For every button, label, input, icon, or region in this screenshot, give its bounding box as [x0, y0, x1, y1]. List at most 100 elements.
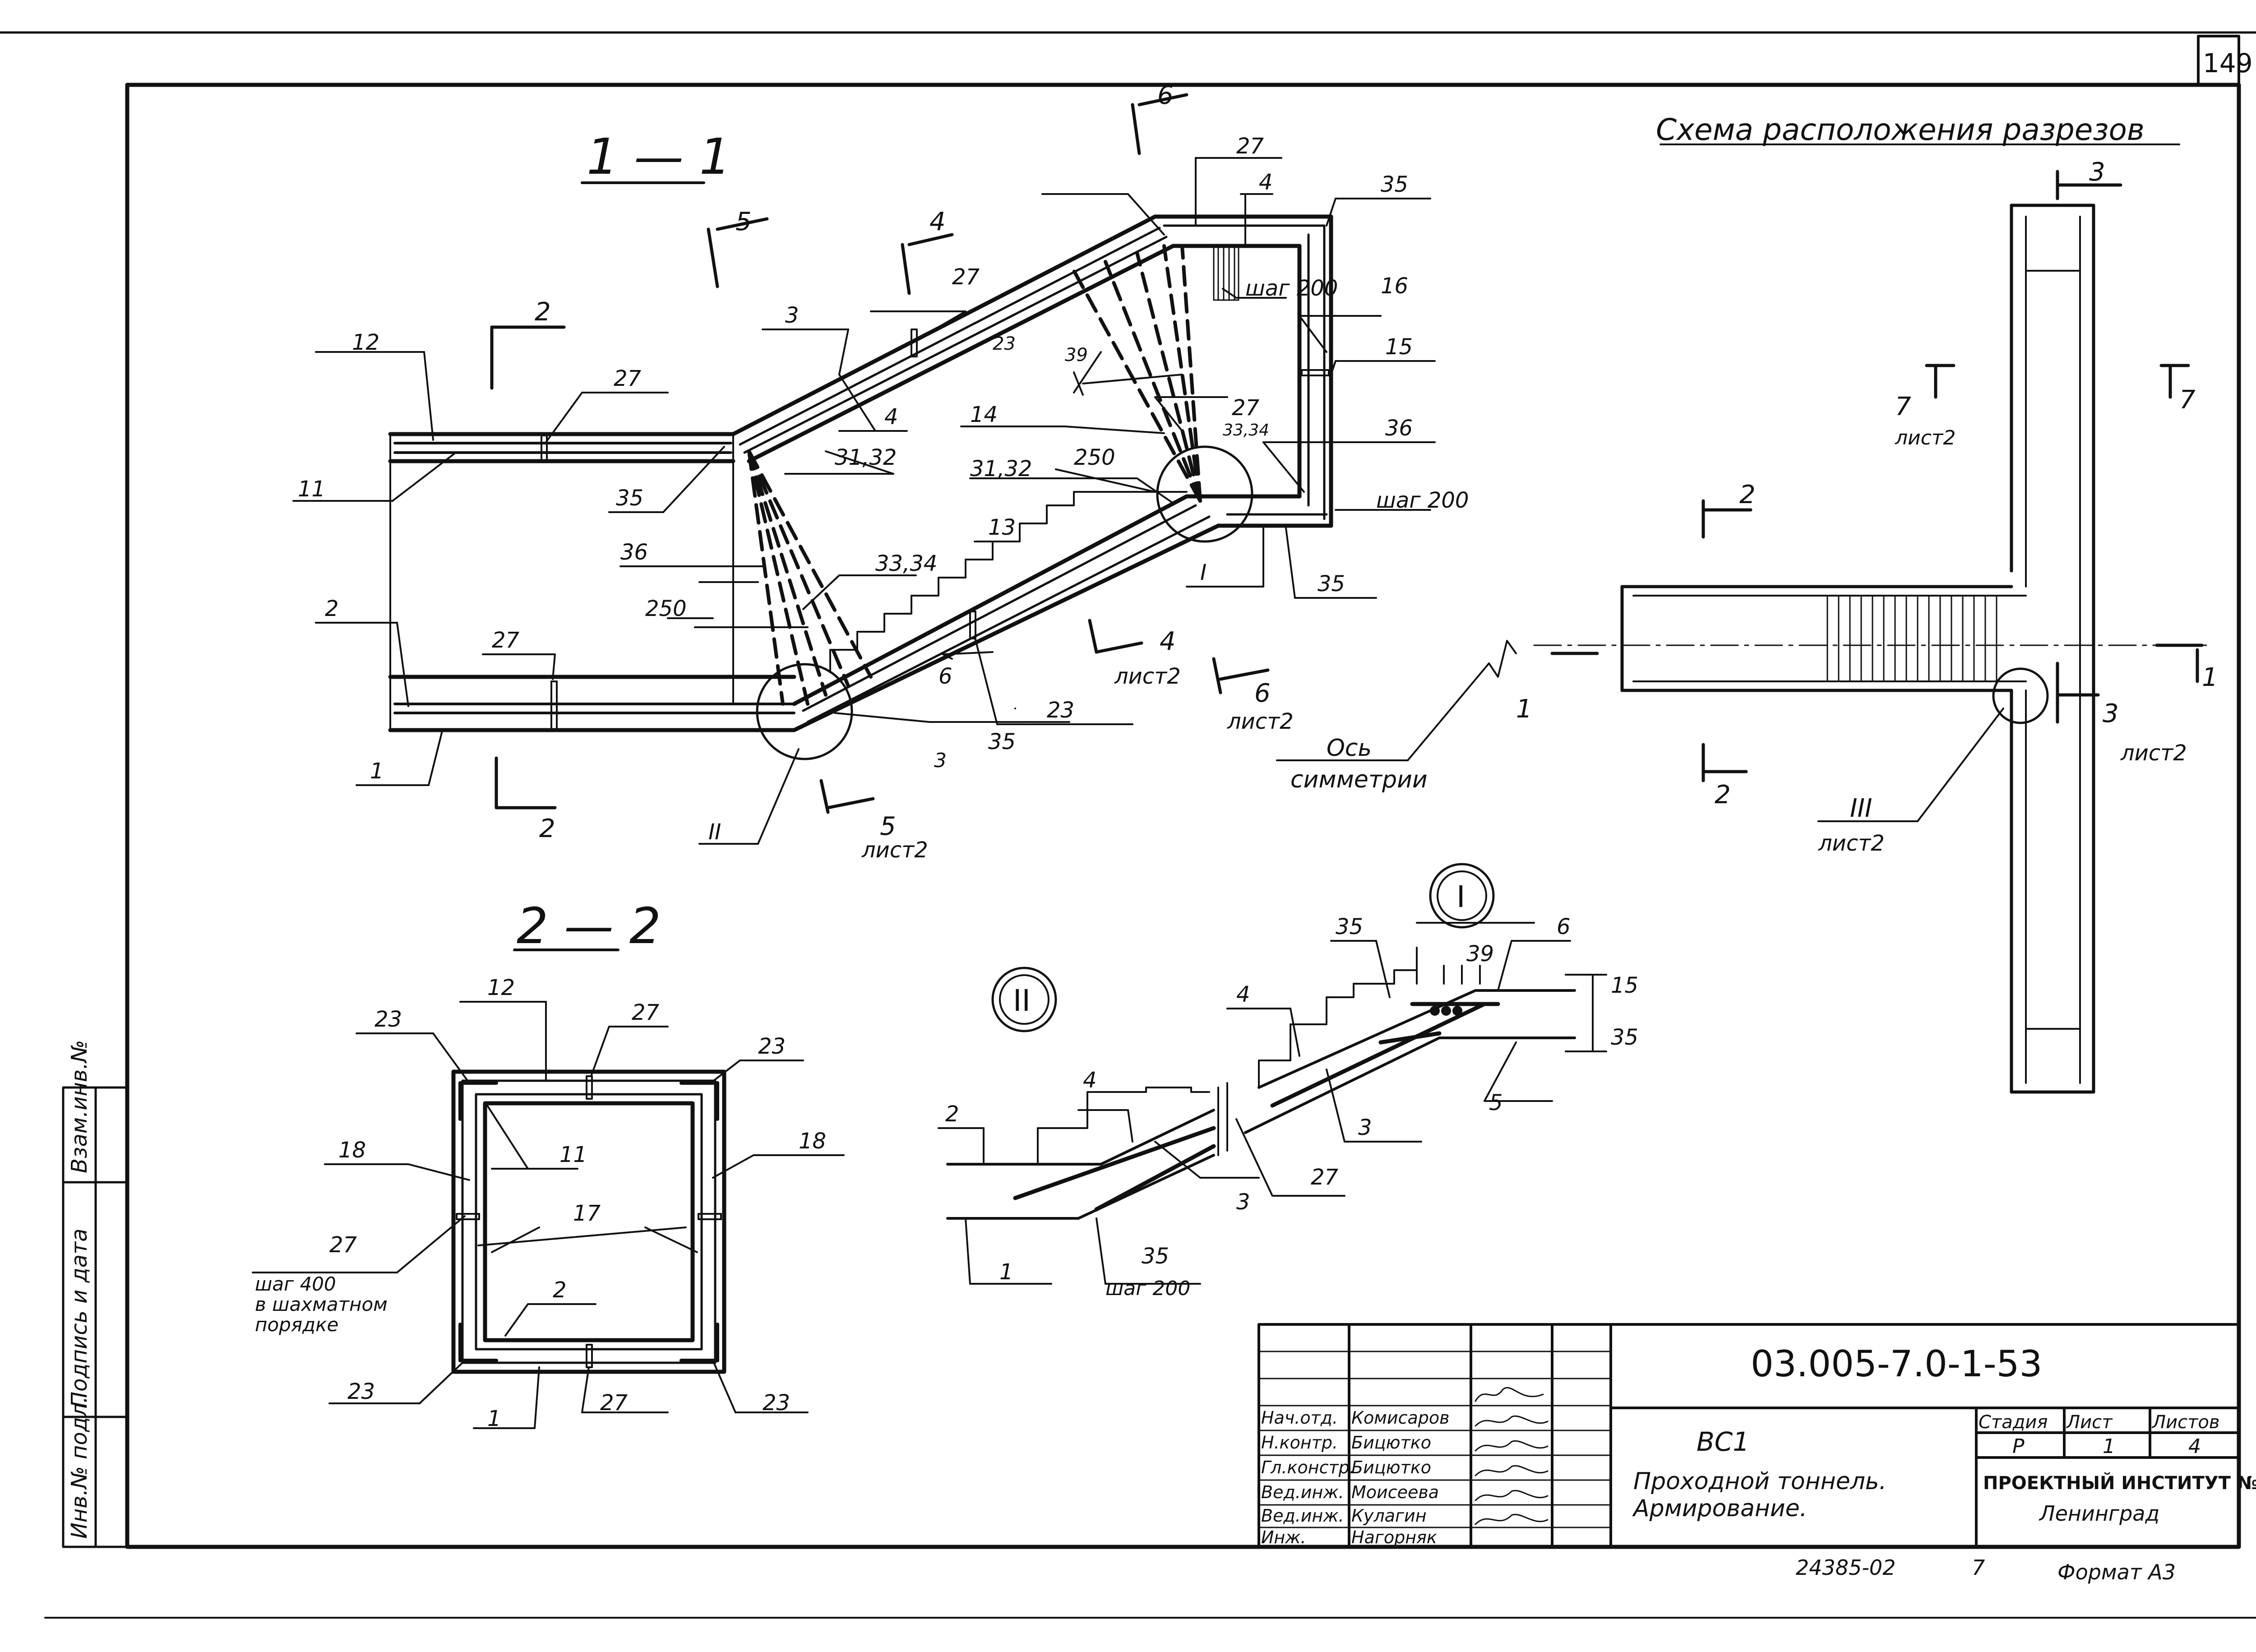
callout: 11	[559, 1142, 587, 1167]
callout: 36	[620, 540, 648, 565]
cut-label: 1	[2202, 663, 2218, 692]
callout: 33,34	[875, 551, 937, 576]
callout: 18	[799, 1129, 826, 1154]
callout: 23	[993, 333, 1016, 354]
detail-ref: II	[708, 819, 721, 845]
callout: 4	[884, 404, 898, 430]
scheme-title: Схема расположения разрезов	[1656, 112, 2145, 147]
callout: 27	[614, 366, 642, 391]
cut-label: 2	[539, 814, 555, 843]
callout: 39	[1466, 941, 1494, 967]
stage-header: Стадия	[1979, 1412, 2048, 1433]
callout: 39	[1065, 345, 1088, 366]
callout: 23	[758, 1034, 786, 1059]
sheet-ref: лист2	[1114, 664, 1181, 689]
callout: I	[1200, 560, 1207, 585]
detail-II-mark	[991, 967, 1057, 1032]
side-stamp-inv: Инв.№ подл.	[67, 1396, 92, 1539]
cut-label: 6	[1157, 81, 1174, 110]
title-block-frame	[1257, 1323, 2240, 1548]
section-2-2-title: 2 — 2	[517, 897, 661, 955]
cut-label: 5	[735, 207, 752, 236]
callout: 27	[632, 1000, 660, 1025]
callout: 250	[645, 596, 687, 621]
organization-city: Ленинград	[2039, 1501, 2159, 1526]
callout: 6	[938, 664, 952, 689]
sheet-value: 1	[2103, 1435, 2115, 1458]
detail-II-label: II	[1013, 983, 1031, 1018]
role-label: Нач.отд.	[1261, 1408, 1338, 1428]
page-number: 149	[2203, 48, 2253, 79]
section-1-1	[292, 93, 1436, 845]
sheet-ref: лист2	[1818, 831, 1885, 856]
callout: 14	[970, 402, 998, 427]
callout: 12	[487, 975, 515, 1000]
callout: 1	[370, 759, 384, 784]
cut-label: 5	[880, 812, 896, 841]
callout: шаг 200	[1376, 488, 1469, 513]
cut-label: 6	[1254, 679, 1271, 708]
sheet-ref: лист2	[2120, 740, 2187, 766]
detail-ref: 250	[1074, 445, 1115, 470]
callout: шаг 200	[1245, 276, 1338, 301]
callout: 12	[352, 330, 379, 355]
detail-ref: III	[1850, 794, 1872, 823]
page-number-box	[2197, 35, 2240, 86]
callout: 35	[1142, 1244, 1169, 1269]
detail-II-circle	[756, 663, 853, 760]
callout: 3	[1358, 1115, 1372, 1140]
callout: 27	[1232, 395, 1260, 421]
detail-I-label: I	[1456, 879, 1465, 914]
sheet-ref: лист2	[861, 838, 928, 863]
sheet-format: Формат А3	[2057, 1560, 2176, 1584]
drawing-frame	[125, 83, 2241, 1549]
callout: 2	[945, 1101, 959, 1127]
cut-label: 3	[2089, 157, 2105, 187]
footer-copy: 7	[1972, 1555, 1985, 1580]
callout: 13	[988, 515, 1016, 540]
callout: шаг 200	[1105, 1277, 1190, 1300]
callout: 27	[600, 1390, 628, 1416]
callout: 1	[487, 1406, 501, 1431]
role-label: Вед.инж.	[1261, 1482, 1344, 1502]
callout: 27	[952, 264, 980, 290]
callout: 18	[338, 1138, 366, 1163]
person-name: Бицютко	[1351, 1458, 1431, 1477]
document-code: 03.005-7.0-1-53	[1751, 1343, 2042, 1385]
drawing-mark: ВС1	[1697, 1426, 1749, 1457]
role-label: Инж.	[1261, 1527, 1306, 1547]
callout: 35	[1611, 1025, 1638, 1050]
callout: 35	[1381, 172, 1408, 197]
sheet-ref: лист2	[1227, 709, 1294, 734]
footer-number: 24385-02	[1796, 1555, 1895, 1580]
callout: 36	[1385, 416, 1413, 441]
callout: 3	[934, 749, 947, 772]
callout: 35	[616, 486, 643, 511]
callout: 4	[1259, 170, 1273, 195]
callout: 2	[553, 1277, 567, 1303]
role-label: Вед.инж.	[1261, 1506, 1344, 1526]
callout: 23	[763, 1390, 790, 1416]
callout: 27	[329, 1232, 357, 1258]
callout: 5	[1489, 1090, 1503, 1115]
callout: 27	[1311, 1165, 1339, 1190]
signatures	[1475, 1387, 1549, 1525]
callout: 35	[988, 729, 1016, 754]
callout: 3	[1236, 1189, 1250, 1215]
sheet-header: Лист	[2066, 1412, 2113, 1433]
stairs	[829, 491, 1188, 673]
callout: 6	[1557, 914, 1571, 939]
detail-I-circle	[1156, 445, 1253, 543]
section-2-2	[252, 949, 845, 1429]
tunnel-horizontal	[388, 432, 796, 732]
stage-value: Р	[2012, 1435, 2025, 1458]
callout: 16	[1381, 273, 1408, 299]
organization: ПРОЕКТНЫЙ ИНСТИТУТ №1	[1983, 1472, 2256, 1494]
section-1-1-title: 1 — 1	[587, 128, 731, 185]
spacing-note: в шахматном	[255, 1293, 388, 1315]
sheets-value: 4	[2188, 1435, 2201, 1458]
drawing-name: Проходной тоннель.	[1633, 1468, 1886, 1495]
cut-label: 3	[2103, 699, 2119, 728]
sheet-ref: лист2	[1895, 426, 1956, 449]
sheets-header: Листов	[2151, 1412, 2219, 1433]
